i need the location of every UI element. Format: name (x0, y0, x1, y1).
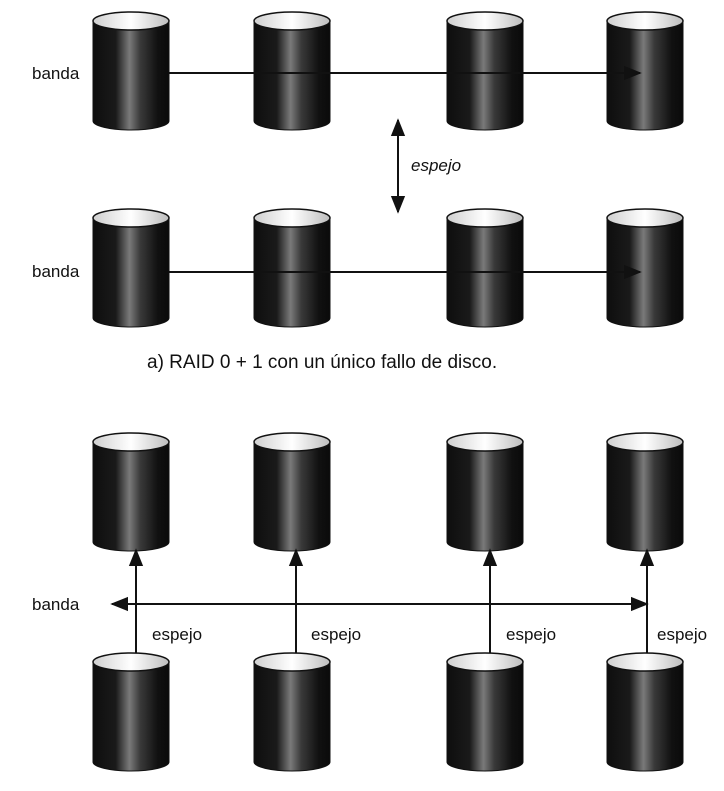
disk-icon (606, 432, 684, 552)
disk-top (606, 11, 684, 31)
disk-top (253, 432, 331, 452)
disk-icon (92, 208, 170, 328)
disk-body (446, 441, 524, 552)
disk-body (92, 217, 170, 328)
disk-top (446, 208, 524, 228)
disk-body (253, 441, 331, 552)
disk-top (606, 432, 684, 452)
disk-top (446, 11, 524, 31)
disk-body (253, 661, 331, 772)
disk-body (606, 661, 684, 772)
disk-top (92, 11, 170, 31)
disk-top (446, 432, 524, 452)
disk-icon (92, 652, 170, 772)
disk-body (253, 20, 331, 131)
disk-top (92, 208, 170, 228)
section-a: banda espejo banda a) RAID 0 + 1 con un … (32, 11, 684, 373)
disk-icon (92, 432, 170, 552)
disk-body (92, 441, 170, 552)
disk-body (606, 20, 684, 131)
disk-body (92, 661, 170, 772)
mirror-link: espejo (390, 118, 461, 214)
disk-body (92, 20, 170, 131)
disk-icon (253, 208, 331, 328)
disk-top (253, 11, 331, 31)
disk-icon (606, 652, 684, 772)
disk-top (253, 208, 331, 228)
mirror-label: espejo (311, 625, 361, 644)
disk-body (446, 661, 524, 772)
disk-icon (446, 208, 524, 328)
disk-body (606, 441, 684, 552)
top-stripe-row: banda (32, 11, 684, 131)
disk-top (253, 652, 331, 672)
disk-icon (92, 11, 170, 131)
mirror-label: espejo (152, 625, 202, 644)
section-b: espejo espejo espejo espejo banda (32, 432, 707, 772)
disk-icon (446, 652, 524, 772)
mirror-label: espejo (506, 625, 556, 644)
disk-body (446, 20, 524, 131)
disk-icon (606, 11, 684, 131)
disk-icon (606, 208, 684, 328)
disk-top (606, 652, 684, 672)
bottom-stripe-row: banda (32, 208, 684, 328)
disk-top (92, 432, 170, 452)
disk-icon (446, 432, 524, 552)
disk-icon (446, 11, 524, 131)
disk-icon (253, 432, 331, 552)
stripe-label: banda (32, 64, 80, 83)
mirror-label: espejo (657, 625, 707, 644)
disk-top (606, 208, 684, 228)
disk-body (606, 217, 684, 328)
stripe-label: banda (32, 262, 80, 281)
caption: a) RAID 0 + 1 con un único fallo de disc… (147, 352, 497, 373)
stripe-label: banda (32, 595, 80, 614)
lower-disk-row (92, 652, 684, 772)
disk-icon (253, 652, 331, 772)
mirror-label: espejo (411, 156, 461, 175)
upper-disk-row (92, 432, 684, 552)
disk-top (446, 652, 524, 672)
disk-top (92, 652, 170, 672)
disk-icon (253, 11, 331, 131)
